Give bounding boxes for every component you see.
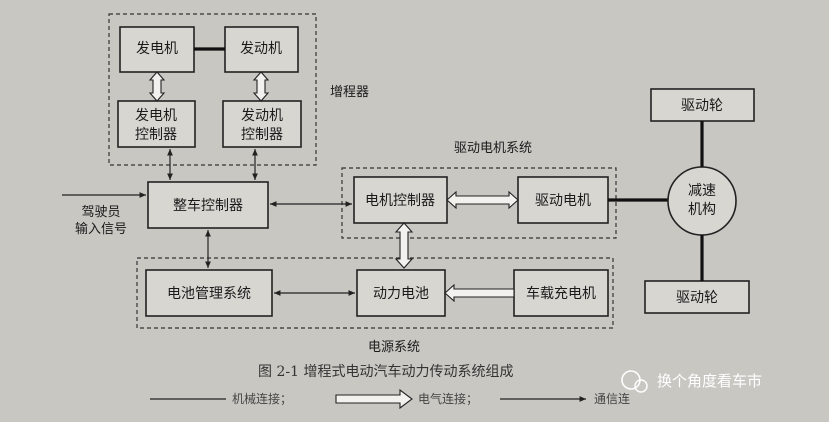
range-extender-frame bbox=[108, 13, 317, 166]
range-extender-title: 增程器 bbox=[330, 85, 369, 100]
power-system-frame bbox=[136, 257, 614, 329]
generator-electrical-arrow bbox=[148, 71, 166, 102]
battery-label: 动力电池 bbox=[373, 286, 429, 302]
drive-motor-label: 驱动电机 bbox=[535, 193, 591, 209]
bms-box bbox=[145, 269, 273, 317]
wheel-top-label: 驱动轮 bbox=[681, 98, 723, 114]
drive-motor-box bbox=[517, 176, 609, 224]
reducer-label-2: 机构 bbox=[688, 202, 716, 218]
generator-box bbox=[119, 26, 195, 73]
charger-battery-electrical bbox=[444, 283, 515, 303]
drive-motor-system-title: 驱动电机系统 bbox=[454, 141, 532, 156]
engine-controller-box bbox=[222, 100, 302, 148]
motor-controller-drive-motor-electrical bbox=[446, 190, 519, 210]
wheel-bottom-box bbox=[644, 280, 750, 314]
reducer-label-1: 减速 bbox=[688, 183, 716, 199]
vehicle-controller-label: 整车控制器 bbox=[173, 197, 243, 214]
motor-controller-label: 电机控制器 bbox=[365, 193, 435, 209]
figure-caption: 图 2-1 增程式电动汽车动力传动系统组成 bbox=[258, 363, 513, 380]
vehicle-controller-box bbox=[147, 181, 269, 229]
engine-controller-label-2: 控制器 bbox=[241, 127, 283, 143]
engine-electrical-arrow bbox=[252, 71, 270, 102]
watermark-text: 换个角度看车市 bbox=[657, 372, 762, 390]
engine-label: 发动机 bbox=[240, 41, 282, 57]
charger-label: 车载充电机 bbox=[526, 285, 596, 302]
wechat-icon bbox=[621, 370, 641, 390]
wechat-watermark: 换个角度看车市 bbox=[621, 370, 762, 393]
legend-mechanical-label: 机械连接； bbox=[232, 391, 292, 406]
wechat-icon-small bbox=[634, 379, 648, 393]
engine-controller-label-1: 发动机 bbox=[241, 108, 283, 124]
legend-electrical-arrow bbox=[335, 388, 413, 410]
charger-box bbox=[513, 269, 609, 317]
reducer-circle bbox=[667, 166, 737, 236]
battery-box bbox=[356, 269, 446, 317]
motor-controller-box bbox=[353, 176, 448, 224]
wheel-bottom-label: 驱动轮 bbox=[676, 290, 718, 306]
bms-label: 电池管理系统 bbox=[167, 286, 251, 302]
legend-electrical-label: 电气连接； bbox=[418, 391, 478, 406]
generator-controller-label-1: 发电机 bbox=[135, 108, 177, 124]
wheel-top-box bbox=[650, 88, 755, 122]
power-system-title: 电源系统 bbox=[368, 340, 420, 355]
driver-input-label-1: 驾驶员 bbox=[81, 205, 120, 220]
engine-box bbox=[224, 26, 299, 73]
generator-controller-label-2: 控制器 bbox=[135, 127, 177, 143]
driver-input-label-2: 输入信号 bbox=[75, 221, 127, 237]
generator-label: 发电机 bbox=[136, 41, 178, 57]
legend-communication-label: 通信连 bbox=[594, 391, 630, 406]
motor-controller-battery-electrical bbox=[394, 222, 414, 269]
